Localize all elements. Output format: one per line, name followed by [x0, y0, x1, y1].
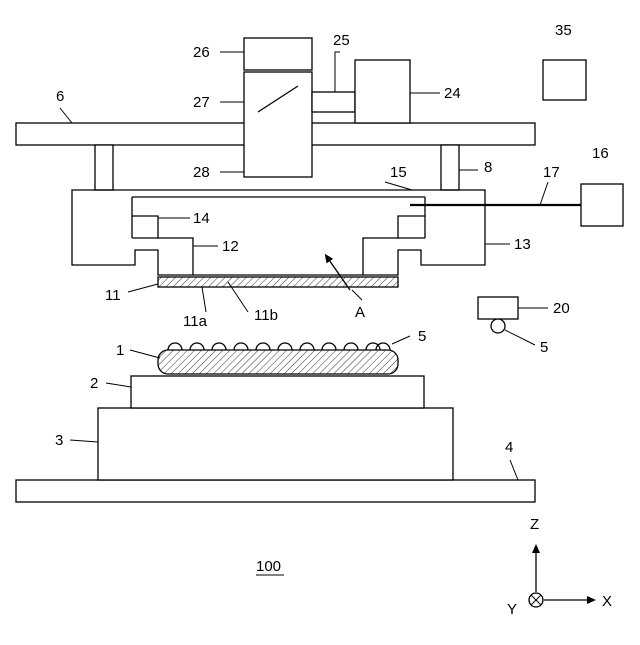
box-35 — [543, 60, 586, 100]
label-12: 12 — [222, 238, 239, 255]
label-3: 3 — [55, 432, 63, 449]
label-20: 20 — [553, 300, 570, 317]
box-16 — [581, 184, 623, 226]
label-5-ball: 5 — [540, 339, 548, 356]
axis-y-label: Y — [507, 601, 517, 618]
box-24 — [355, 60, 410, 123]
box-25 — [312, 92, 355, 112]
label-15: 15 — [390, 164, 407, 181]
substrate-1 — [158, 350, 398, 374]
label-11b: 11b — [254, 307, 278, 324]
ball-5 — [491, 319, 505, 333]
label-13: 13 — [514, 236, 531, 253]
label-A: A — [355, 304, 365, 321]
label-6: 6 — [56, 88, 64, 105]
label-35: 35 — [555, 22, 572, 39]
label-17: 17 — [543, 164, 560, 181]
label-28: 28 — [193, 164, 210, 181]
label-27: 27 — [193, 94, 210, 111]
label-24: 24 — [444, 85, 461, 102]
label-5-bumps: 5 — [418, 328, 426, 345]
dispenser-20 — [478, 297, 518, 319]
box-26 — [244, 38, 312, 70]
housing-13 — [72, 190, 485, 275]
stage-3 — [98, 408, 453, 480]
pillar-right-8 — [441, 145, 459, 190]
head-assembly — [72, 190, 485, 275]
plate-11 — [158, 277, 398, 287]
axis-x-label: X — [602, 593, 612, 610]
axes — [529, 548, 592, 607]
label-26: 26 — [193, 44, 210, 61]
axis-z-label: Z — [530, 516, 539, 533]
label-25: 25 — [333, 32, 350, 49]
box-27-28 — [244, 72, 312, 177]
figure-label: 100 — [256, 558, 281, 575]
label-4: 4 — [505, 439, 513, 456]
label-2: 2 — [90, 375, 98, 392]
label-14: 14 — [193, 210, 210, 227]
bumps-5 — [168, 343, 390, 350]
pillar-left — [95, 145, 113, 190]
label-8: 8 — [484, 159, 492, 176]
label-16: 16 — [592, 145, 609, 162]
holder-2 — [131, 376, 424, 408]
base-plate-4 — [16, 480, 535, 502]
label-1: 1 — [116, 342, 124, 359]
label-11a: 11a — [183, 313, 208, 330]
label-11: 11 — [105, 287, 121, 304]
